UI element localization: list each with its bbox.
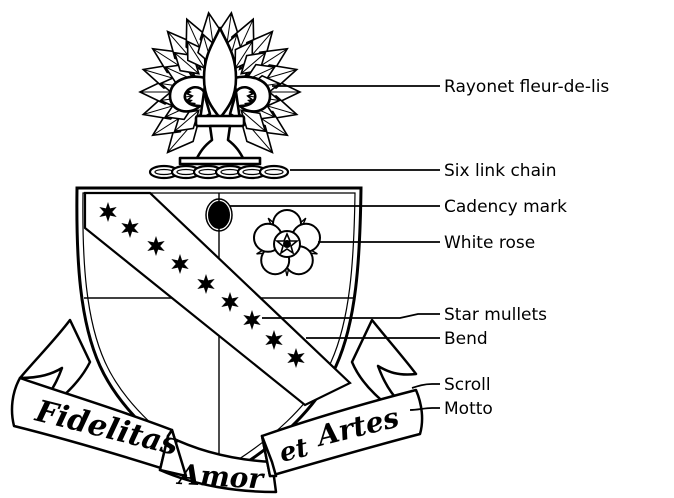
chain-link-inner xyxy=(155,170,173,175)
chain-link-inner xyxy=(199,170,217,175)
chain-link-inner xyxy=(265,170,283,175)
label-six-link-chain: Six link chain xyxy=(444,161,556,181)
label-bend: Bend xyxy=(444,329,488,349)
label-cadency-mark: Cadency mark xyxy=(444,197,567,217)
label-star-mullets: Star mullets xyxy=(444,305,547,325)
six-link-chain xyxy=(150,166,288,178)
label-motto: Motto xyxy=(444,399,493,419)
label-rayonet-fleur-de-lis: Rayonet fleur-de-lis xyxy=(444,77,609,97)
callout-labels: Rayonet fleur-de-lis Six link chain Cade… xyxy=(444,77,609,419)
rayonet-fleur-de-lis xyxy=(140,13,300,164)
chain-link-inner xyxy=(177,170,195,175)
motto-middle: Amor xyxy=(175,458,267,496)
cadency-mark xyxy=(209,202,229,228)
chain-link-inner xyxy=(221,170,239,175)
label-scroll: Scroll xyxy=(444,375,491,395)
chain-link-inner xyxy=(243,170,261,175)
label-white-rose: White rose xyxy=(444,233,535,253)
